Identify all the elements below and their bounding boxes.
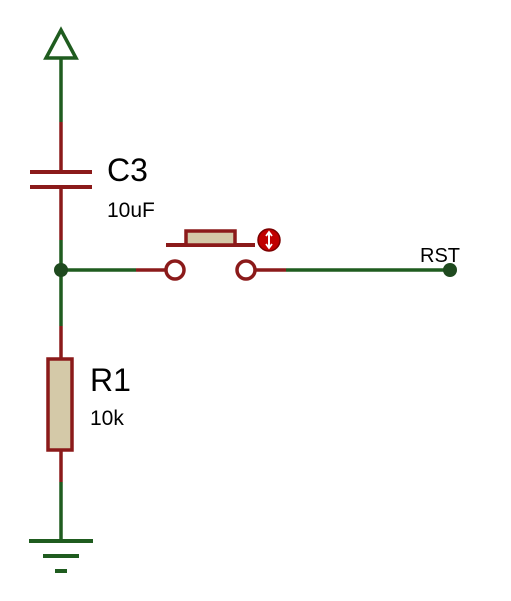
- ground-icon[interactable]: [29, 539, 93, 573]
- capacitor-c3[interactable]: [30, 122, 92, 240]
- push-button-switch[interactable]: [136, 229, 286, 281]
- resistor-r1[interactable]: [46, 326, 74, 482]
- net-label-rst: RST: [420, 245, 460, 267]
- rst-terminal-dot[interactable]: [443, 263, 457, 277]
- button-state-indicator-icon[interactable]: [257, 228, 281, 252]
- junction-dot: [54, 263, 68, 277]
- capacitor-ref-label: C3: [107, 152, 148, 188]
- resistor-value-label: 10k: [90, 407, 124, 430]
- capacitor-value-label: 10uF: [107, 199, 155, 222]
- power-terminal-icon[interactable]: [43, 26, 79, 122]
- resistor-ref-label: R1: [90, 362, 131, 398]
